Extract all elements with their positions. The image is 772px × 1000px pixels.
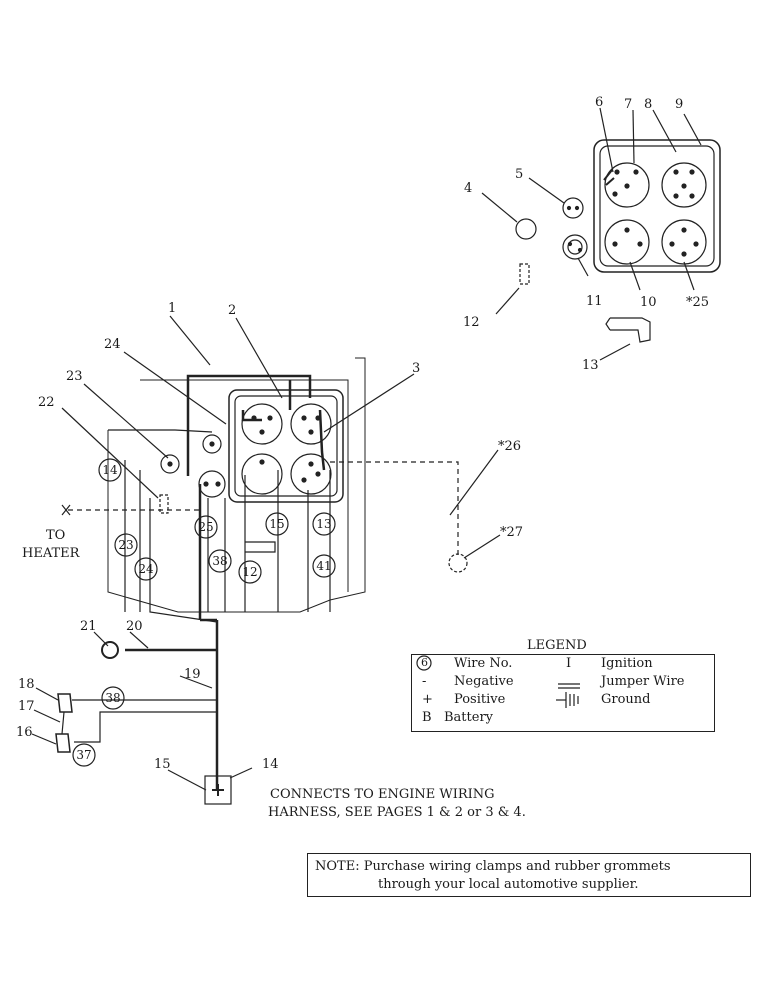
gauge-8 <box>661 162 707 208</box>
fuse-12 <box>519 263 530 285</box>
legend-jumper: Jumper Wire <box>601 674 685 689</box>
callout-3: 3 <box>412 361 420 376</box>
callout-6: 6 <box>595 95 603 110</box>
legend-positive-symbol: + <box>422 692 433 707</box>
legend-negative-symbol: - <box>422 674 427 689</box>
legend-battery: Battery <box>444 710 494 725</box>
callout-2: 2 <box>228 303 236 318</box>
dash-harness <box>61 315 501 791</box>
callout-17: 17 <box>18 699 35 714</box>
heater-label: HEATER <box>22 546 80 561</box>
callout-27: *27 <box>500 525 523 540</box>
note-box: NOTE: Purchase wiring clamps and rubber … <box>307 853 751 897</box>
callout-15: 15 <box>154 757 171 772</box>
wire-tag-38: 38 <box>212 554 227 568</box>
gauge-10 <box>604 219 650 265</box>
legend-ignition: Ignition <box>601 656 653 671</box>
wire-tag-13: 13 <box>316 517 331 531</box>
engine-wiring-note-line1: CONNECTS TO ENGINE WIRING <box>270 787 495 802</box>
gauge-panel-detail <box>481 107 721 361</box>
callout-labels: 6 7 8 9 4 5 11 10 *25 12 13 1 2 3 24 23 … <box>16 95 709 772</box>
legend-box: 6 Wire No. - Negative + Positive B Batte… <box>411 654 715 732</box>
wire-tag-15: 15 <box>269 517 284 531</box>
callout-13: 13 <box>582 358 599 373</box>
gauge-25 <box>661 219 707 265</box>
note-line2: through your local automotive supplier. <box>378 877 639 892</box>
callout-14: 14 <box>262 757 279 772</box>
callout-21: 21 <box>80 619 97 634</box>
legend-battery-symbol: B <box>422 710 432 725</box>
engine-wiring-note-line2: HARNESS, SEE PAGES 1 & 2 or 3 & 4. <box>268 805 526 820</box>
legend-negative: Negative <box>454 674 514 689</box>
callout-11: 11 <box>586 294 603 309</box>
callout-7: 7 <box>624 97 632 112</box>
switch-11 <box>562 234 588 260</box>
wire-tag-25: 25 <box>198 520 213 534</box>
legend-title: LEGEND <box>527 638 587 653</box>
wire-tag-labels: 14 25 15 13 23 24 38 12 41 38 37 <box>76 463 331 762</box>
callout-25: *25 <box>686 295 709 310</box>
wire-tag-41: 41 <box>316 559 331 573</box>
legend-ignition-symbol: I <box>566 656 572 671</box>
callout-4: 4 <box>464 181 472 196</box>
legend-positive: Positive <box>454 692 506 707</box>
note-line1: NOTE: Purchase wiring clamps and rubber … <box>315 859 671 874</box>
wire-tag-circles <box>72 458 336 767</box>
wire-tag-12: 12 <box>242 565 257 579</box>
wire-tag-24: 24 <box>138 562 154 576</box>
legend-symbols <box>416 655 580 708</box>
bracket-13 <box>605 317 651 343</box>
indicator-4 <box>515 218 537 240</box>
wire-tag-37: 37 <box>76 748 91 762</box>
legend-ground: Ground <box>601 692 651 707</box>
callout-1: 1 <box>168 301 176 316</box>
callout-8: 8 <box>644 97 652 112</box>
gauge-7 <box>603 162 650 208</box>
legend-wire-no-symbol: 6 <box>421 656 428 669</box>
lower-assembly <box>31 631 232 805</box>
legend-wire-no: Wire No. <box>454 656 513 671</box>
callout-23: 23 <box>66 369 83 384</box>
callout-20: 20 <box>126 619 143 634</box>
to-heater-label: TO <box>46 528 66 543</box>
callout-18: 18 <box>18 677 35 692</box>
callout-9: 9 <box>675 97 683 112</box>
callout-5: 5 <box>515 167 523 182</box>
callout-22: 22 <box>38 395 55 410</box>
wire-tag-14: 14 <box>102 463 118 477</box>
wire-tag-38-lower: 38 <box>105 691 120 705</box>
callout-24: 24 <box>104 337 121 352</box>
callout-19: 19 <box>184 667 201 682</box>
callout-12: 12 <box>463 315 480 330</box>
callout-10: 10 <box>640 295 657 310</box>
wire-tag-23: 23 <box>118 538 133 552</box>
callout-16: 16 <box>16 725 33 740</box>
indicator-5 <box>562 197 584 219</box>
callout-26: *26 <box>498 439 521 454</box>
